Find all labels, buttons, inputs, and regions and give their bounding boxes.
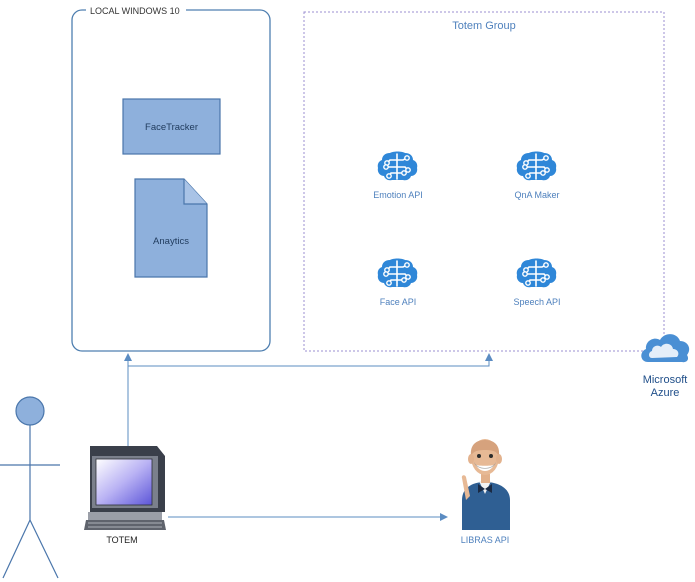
- service-qna-maker: QnA Maker: [514, 150, 560, 200]
- local-windows-group: LOCAL WINDOWS 10: [71, 4, 271, 352]
- azure-label-line2: Azure: [651, 387, 680, 399]
- face-api-label: Face API: [380, 297, 417, 307]
- microsoft-azure: Microsoft Azure: [641, 334, 690, 399]
- brain-circuit-icon: [515, 150, 558, 182]
- avatar-icon: [461, 439, 510, 530]
- service-face-api: Face API: [376, 257, 419, 307]
- computer-icon: [84, 446, 166, 530]
- connectors: [124, 353, 493, 521]
- analytics-document: Anaytics: [134, 178, 208, 278]
- user-figure: [0, 396, 60, 579]
- totem-computer: TOTEM: [84, 446, 166, 545]
- qna-maker-label: QnA Maker: [514, 190, 559, 200]
- facetracker-box: FaceTracker: [122, 98, 221, 155]
- analytics-label: Anaytics: [153, 236, 189, 247]
- brain-circuit-icon: [376, 257, 419, 289]
- azure-label-line1: Microsoft: [643, 374, 688, 386]
- brain-circuit-icon: [376, 150, 419, 182]
- totem-group-container: [303, 11, 665, 352]
- service-emotion-api: Emotion API: [373, 150, 423, 200]
- facetracker-label: FaceTracker: [145, 122, 198, 133]
- service-speech-api: Speech API: [513, 257, 561, 307]
- emotion-api-label: Emotion API: [373, 190, 423, 200]
- totem-label: TOTEM: [106, 535, 137, 545]
- arrow-totem-to-azure-group: [128, 353, 493, 367]
- libras-api: LIBRAS API: [461, 439, 510, 545]
- local-windows-title: LOCAL WINDOWS 10: [90, 6, 180, 16]
- totem-group: Totem Group: [303, 11, 665, 352]
- brain-circuit-icon: [515, 257, 558, 289]
- totem-group-title: Totem Group: [452, 20, 516, 32]
- libras-label: LIBRAS API: [461, 535, 510, 545]
- speech-api-label: Speech API: [513, 297, 560, 307]
- person-icon: [0, 396, 60, 579]
